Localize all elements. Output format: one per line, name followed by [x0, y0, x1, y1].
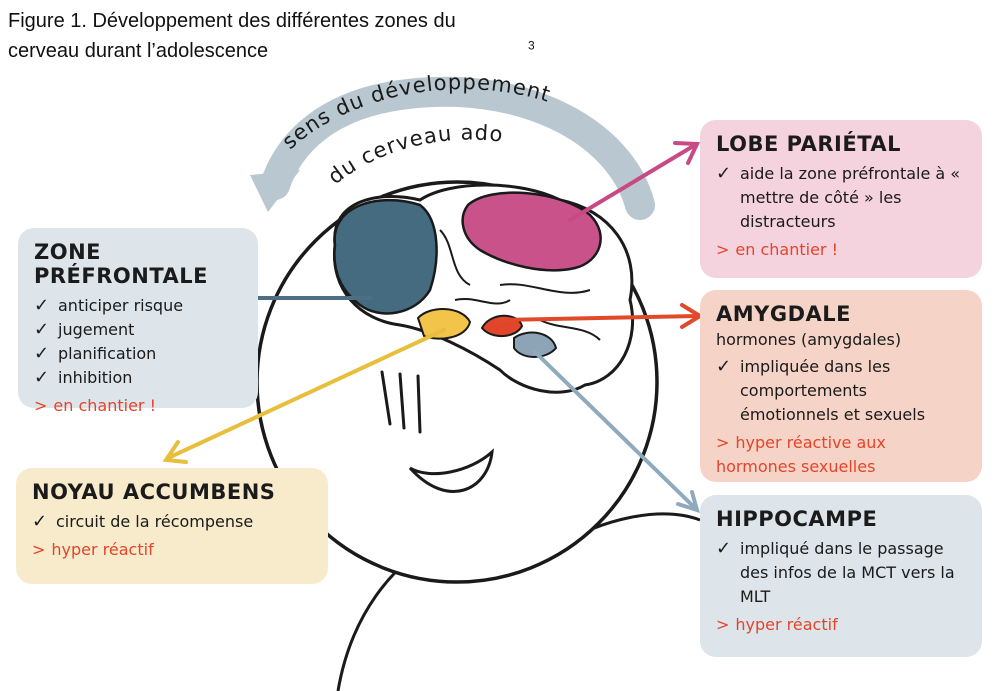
hippocampe-list: ✓impliqué dans le passage des infos de l… — [716, 537, 966, 609]
box-prefrontal: ZONE PRÉFRONTALE ✓anticiper risque ✓juge… — [18, 228, 258, 415]
development-arrowhead — [250, 170, 300, 212]
check-icon: ✓ — [34, 319, 50, 340]
check-icon: ✓ — [716, 356, 732, 377]
prefrontal-region — [333, 198, 438, 315]
amygdale-subtitle: hormones (amygdales) — [716, 330, 902, 349]
box-hippocampe: HIPPOCAMPE ✓impliqué dans le passage des… — [700, 495, 982, 657]
brain-folds — [439, 229, 601, 341]
prefrontal-title: ZONE PRÉFRONTALE — [34, 240, 209, 288]
check-icon: ✓ — [34, 295, 50, 316]
list-item: ✓circuit de la récompense — [32, 511, 254, 532]
check-icon: ✓ — [716, 538, 732, 559]
amygdale-list: ✓impliquée dans les comportements émotio… — [716, 355, 966, 427]
arrow-parietal-head — [673, 141, 701, 165]
brain — [332, 183, 635, 394]
figure-caption: Figure 1. Développement des différentes … — [8, 6, 535, 66]
caption-footnote: 3 — [528, 38, 535, 53]
box-accumbens: NOYAU ACCUMBENS ✓circuit de la récompens… — [16, 468, 328, 584]
check-icon: ✓ — [34, 343, 50, 364]
list-item: ✓inhibition — [34, 367, 133, 388]
mouth — [408, 448, 494, 493]
list-item: ✓planification — [34, 343, 157, 364]
list-item: ✓anticiper risque — [34, 295, 184, 316]
parietal-list: ✓aide la zone préfrontale à « mettre de … — [716, 162, 966, 234]
amygdale-title: AMYGDALE — [716, 302, 852, 326]
list-item: ✓jugement — [34, 319, 135, 340]
development-arrow — [260, 76, 655, 220]
arrow-accumbens — [166, 328, 446, 460]
prefrontal-note: >en chantier ! — [34, 396, 156, 415]
accumbens-region — [416, 308, 472, 340]
list-item: ✓aide la zone préfrontale à « mettre de … — [716, 163, 961, 231]
box-amygdale: AMYGDALE hormones (amygdales) ✓impliquée… — [700, 290, 982, 482]
arrow-hippocampe — [533, 350, 697, 510]
arrow-amygdale — [498, 314, 700, 322]
accumbens-list: ✓circuit de la récompense — [32, 510, 312, 534]
check-icon: ✓ — [716, 163, 732, 184]
direction-label-2: du cerveau ado — [323, 120, 504, 188]
arrow-parietal — [568, 143, 697, 222]
parietal-note: >en chantier ! — [716, 240, 838, 259]
hair-strokes — [380, 370, 422, 434]
hippocampus-region — [513, 331, 558, 358]
list-item: ✓impliquée dans les comportements émotio… — [716, 356, 926, 424]
accumbens-note: >hyper réactif — [32, 540, 154, 559]
arrow-accumbens-head — [162, 440, 188, 464]
connector-arrows — [162, 141, 704, 514]
hippocampe-title: HIPPOCAMPE — [716, 507, 878, 531]
check-icon: ✓ — [32, 511, 48, 532]
check-icon: ✓ — [34, 367, 50, 388]
arrow-hippocampe-head — [676, 490, 700, 514]
prefrontal-list: ✓anticiper risque ✓jugement ✓planificati… — [34, 294, 242, 390]
parietal-title: LOBE PARIÉTAL — [716, 132, 902, 156]
list-item: ✓impliqué dans le passage des infos de l… — [716, 538, 955, 606]
amygdale-note: >hyper réactive aux hormones sexuelles — [716, 433, 886, 476]
caption-text: Figure 1. Développement des différentes … — [8, 10, 456, 62]
box-parietal: LOBE PARIÉTAL ✓aide la zone préfrontale … — [700, 120, 982, 278]
hippocampe-note: >hyper réactif — [716, 615, 838, 634]
accumbens-title: NOYAU ACCUMBENS — [32, 480, 276, 504]
parietal-region — [461, 191, 602, 272]
